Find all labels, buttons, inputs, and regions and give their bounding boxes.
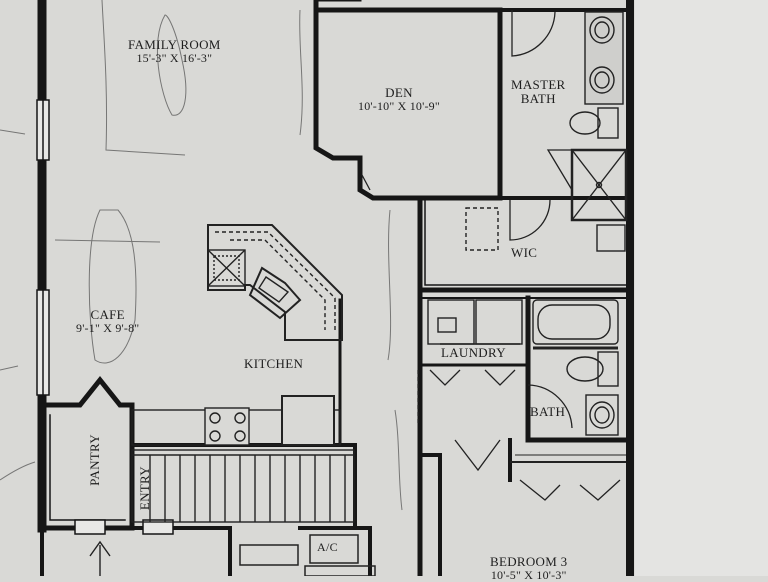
bedroom3-label: BEDROOM 3 10'-5" X 10'-3"	[490, 555, 567, 581]
wic-label: WIC	[511, 246, 537, 260]
cafe-name: CAFE	[90, 307, 125, 322]
ac-closet	[239, 534, 376, 576]
laundry-name: LAUNDRY	[441, 345, 506, 360]
den-label: DEN 10'-10" X 10'-9"	[358, 86, 440, 112]
entry-arrow-icon	[89, 540, 111, 576]
bedroom3-name: BEDROOM 3	[490, 554, 568, 569]
bedroom-closet	[510, 454, 626, 463]
pantry-name: PANTRY	[87, 434, 102, 486]
laundry-label: LAUNDRY	[441, 346, 506, 360]
master-bath-name-line2: BATH	[520, 90, 556, 106]
den-dimensions: 10'-10" X 10'-9"	[358, 98, 440, 113]
pencil-marks	[0, 0, 403, 511]
den-name: DEN	[385, 85, 413, 100]
kitchen-name: KITCHEN	[244, 356, 304, 371]
cafe-label: CAFE 9'-1" X 9'-8"	[76, 308, 139, 334]
staircase	[131, 449, 355, 523]
kitchen-fixtures	[131, 224, 343, 446]
bath-name: BATH	[530, 404, 566, 419]
laundry-bath-fixtures	[427, 299, 619, 436]
kitchen-label: KITCHEN	[244, 357, 303, 371]
bedroom3-dimensions: 10'-5" X 10'-3"	[490, 567, 567, 582]
pantry-label: PANTRY	[87, 434, 102, 486]
master-bath-name-line1: MASTER	[511, 77, 566, 92]
ac-label: A/C	[317, 541, 338, 554]
windows	[36, 99, 174, 535]
family-room-label: FAMILY ROOM 15'-3" X 16'-3"	[128, 38, 221, 64]
master-bath-label: MASTER BATH	[511, 78, 566, 105]
bath-label: BATH	[530, 405, 565, 419]
cafe-dimensions: 9'-1" X 9'-8"	[76, 320, 140, 335]
family-room-name: FAMILY ROOM	[128, 37, 221, 52]
doors	[361, 10, 621, 501]
entry-name: ENTRY	[137, 466, 152, 511]
wic-name: WIC	[511, 245, 538, 260]
family-room-dimensions: 15'-3" X 16'-3"	[136, 50, 213, 65]
master-bath-fixtures	[465, 11, 628, 252]
entry-label: ENTRY	[137, 466, 152, 511]
ac-name: A/C	[317, 540, 338, 554]
